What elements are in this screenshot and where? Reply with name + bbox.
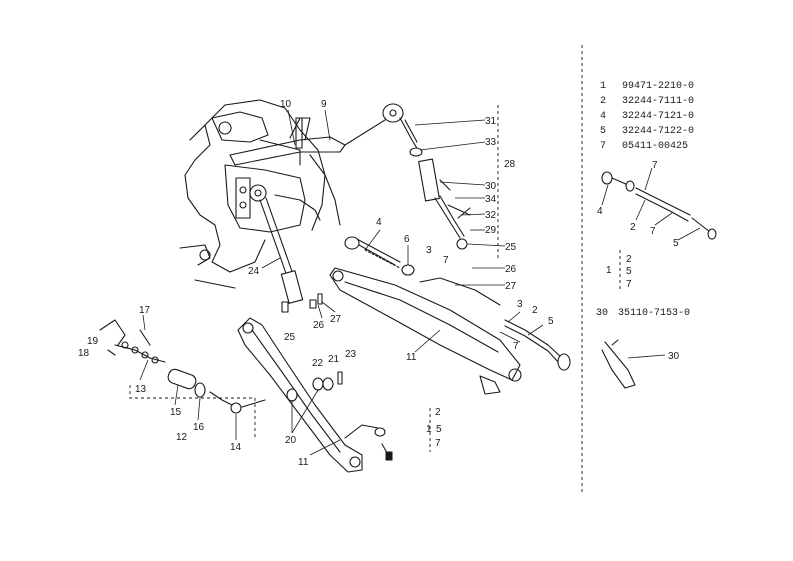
kit-label-7: 7 — [626, 279, 632, 290]
lower-link-left — [237, 317, 393, 473]
callout-7: 7 — [443, 255, 449, 266]
callout-31: 31 — [485, 116, 497, 127]
callout-5: 5 — [548, 316, 554, 327]
callout-17: 17 — [139, 305, 151, 316]
callout-4: 4 — [376, 217, 382, 228]
callout-11a: 11 — [406, 352, 417, 363]
side-assembly — [601, 167, 717, 389]
callout-16: 16 — [193, 422, 205, 433]
group-label-7: 7 — [435, 438, 441, 449]
group-label-2: 2 — [435, 407, 441, 418]
parts-number-1: 99471-2210-0 — [622, 81, 694, 92]
callout-20: 20 — [285, 435, 297, 446]
callout-3: 3 — [426, 245, 432, 256]
callout-26b: 26 — [313, 320, 325, 331]
callout-10: 10 — [280, 99, 292, 110]
side-callout-2: 2 — [630, 222, 636, 233]
lift-rod-assembly — [344, 103, 471, 250]
callout-30: 30 — [485, 181, 497, 192]
callout-23: 23 — [345, 349, 357, 360]
callout-24: 24 — [248, 266, 260, 277]
check-rod — [249, 184, 323, 313]
parts-number-4: 32244-7121-0 — [622, 111, 694, 122]
callout-12: 12 — [176, 432, 188, 443]
callout-19: 19 — [87, 336, 99, 347]
lift-arm — [229, 117, 346, 166]
parts-ref-5: 5 — [600, 126, 606, 137]
callout-11b: 11 — [298, 457, 309, 468]
callout-7b: 7 — [513, 341, 519, 352]
callout-9: 9 — [321, 99, 327, 110]
callout-27b: 27 — [330, 314, 342, 325]
lower-link-right — [329, 236, 571, 395]
callout-15: 15 — [170, 407, 182, 418]
callout-13: 13 — [135, 384, 147, 395]
side-callout-5: 5 — [673, 238, 679, 249]
leader-lines — [139, 109, 544, 456]
parts-list: 1 99471-2210-0 2 32244-7111-0 4 32244-71… — [600, 81, 694, 152]
side-callouts: 7 4 2 7 5 1 2 5 7 30 35110-7153-0 30 — [596, 160, 690, 362]
callout-27: 27 — [505, 281, 517, 292]
group-label-1: 1 — [426, 424, 432, 435]
kit-label-5: 5 — [626, 266, 632, 277]
kit-label-2: 2 — [626, 254, 632, 265]
parts-number-2: 32244-7111-0 — [622, 96, 694, 107]
parts-ref-2: 2 — [600, 96, 606, 107]
side-callout-7b: 7 — [650, 226, 656, 237]
group-label-5: 5 — [436, 424, 442, 435]
parts-ref-1: 1 — [600, 81, 606, 92]
tractor-frame — [179, 99, 341, 289]
callout-22: 22 — [312, 358, 324, 369]
parts-ref-7: 7 — [600, 141, 606, 152]
callout-34: 34 — [485, 194, 497, 205]
parts-ref-4: 4 — [600, 111, 606, 122]
callout-25b: 25 — [284, 332, 296, 343]
callout-32: 32 — [485, 210, 497, 221]
parts-number-5: 32244-7122-0 — [622, 126, 694, 137]
callout-29: 29 — [485, 225, 497, 236]
callout-30-side: 30 — [668, 351, 680, 362]
side-callout-7: 7 — [652, 160, 658, 171]
callout-3b: 3 — [517, 299, 523, 310]
kit-label-1: 1 — [606, 265, 612, 276]
stabilizer-assembly — [99, 319, 266, 414]
callout-21: 21 — [328, 354, 340, 365]
parts-number-7: 05411-00425 — [622, 141, 688, 152]
callout-33: 33 — [485, 137, 497, 148]
callout-labels: 10 9 31 33 28 30 34 32 29 25 4 6 3 7 26 … — [78, 99, 554, 468]
part-30-ref: 30 — [596, 308, 608, 319]
callout-28: 28 — [504, 159, 516, 170]
callout-18: 18 — [78, 348, 90, 359]
callout-6: 6 — [404, 234, 410, 245]
callout-25: 25 — [505, 242, 517, 253]
callout-26: 26 — [505, 264, 517, 275]
side-callout-4: 4 — [597, 206, 603, 217]
callout-2: 2 — [532, 305, 538, 316]
callout-14: 14 — [230, 442, 242, 453]
group-bracket-12 — [129, 385, 256, 440]
part-30-number: 35110-7153-0 — [618, 308, 690, 319]
